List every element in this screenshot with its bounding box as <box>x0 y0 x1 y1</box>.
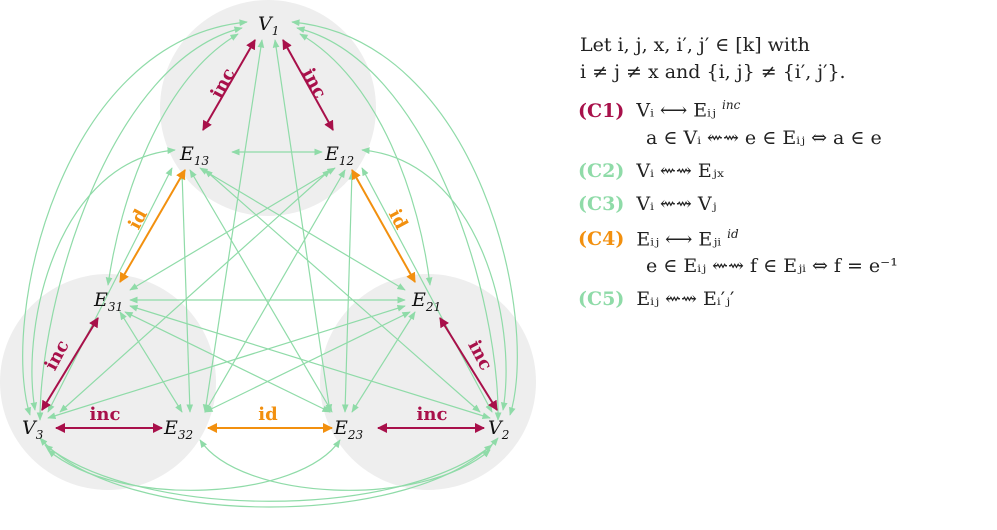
condition-c4-arrow-label: id <box>727 226 739 241</box>
node-v3: V3 <box>22 417 44 442</box>
edge-label-inc-v3-e32: inc <box>90 404 121 425</box>
edge-label-id-e12-e21: id <box>384 206 412 233</box>
condition-c3: (C3) Vᵢ ⇜⇝ Vⱼ <box>578 192 988 215</box>
legend-intro-line-1: Let i, j, x, i′, j′ ∈ [k] with <box>580 34 810 56</box>
condition-c3-main: Vᵢ ⇜⇝ Vⱼ <box>636 192 717 215</box>
condition-c4-main: Eᵢⱼ ⟷ Eⱼᵢ <box>636 227 722 250</box>
conditions-legend: Let i, j, x, i′, j′ ∈ [k] with i ≠ j ≠ x… <box>578 32 988 323</box>
node-e23: E23 <box>333 417 364 442</box>
graph-diagram: inc inc inc inc inc inc id id id V1 E13 … <box>0 0 536 508</box>
condition-c4-detail: e ∈ Eᵢⱼ ⇜⇝ f ∈ Eⱼᵢ ⇔ f = e⁻¹ <box>646 254 898 277</box>
id-edges <box>119 169 416 433</box>
edge-label-id-e32-e23: id <box>258 404 278 425</box>
condition-c5-main: Eᵢⱼ ⇜⇝ Eᵢ′ⱼ′ <box>636 287 735 310</box>
condition-c5: (C5) Eᵢⱼ ⇜⇝ Eᵢ′ⱼ′ <box>578 287 988 310</box>
edge-label-inc-e23-v2: inc <box>417 404 448 425</box>
condition-c1-detail: a ∈ Vᵢ ⇜⇝ e ∈ Eᵢⱼ ⇔ a ∈ e <box>646 126 882 149</box>
node-e13: E13 <box>179 143 210 168</box>
condition-c5-id: (C5) <box>578 287 625 310</box>
condition-c4-id: (C4) <box>578 227 625 250</box>
legend-intro-line-2: i ≠ j ≠ x and {i, j} ≠ {i′, j′}. <box>580 60 846 83</box>
condition-c2-main: Vᵢ ⇜⇝ Eⱼₓ <box>636 159 725 182</box>
condition-c2-id: (C2) <box>578 159 625 182</box>
condition-c1-id: (C1) <box>578 99 625 122</box>
inc-edges <box>41 39 498 433</box>
node-e12: E12 <box>324 143 354 168</box>
node-e31: E31 <box>93 289 123 314</box>
condition-c3-id: (C3) <box>578 192 625 215</box>
condition-c2: (C2) Vᵢ ⇜⇝ Eⱼₓ <box>578 159 988 182</box>
node-v1: V1 <box>258 13 279 38</box>
node-e21: E21 <box>411 289 441 314</box>
edge-label-id-e13-e31: id <box>124 206 152 233</box>
node-e32: E32 <box>163 417 193 442</box>
condition-c1-arrow-label: inc <box>722 98 741 113</box>
condition-c4: (C4) Eᵢⱼ ⟷ Eⱼᵢ id e ∈ Eᵢⱼ ⇜⇝ f ∈ Eⱼᵢ ⇔ f… <box>578 228 988 276</box>
condition-c1: (C1) Vᵢ ⟷ Eᵢⱼ inc a ∈ Vᵢ ⇜⇝ e ∈ Eᵢⱼ ⇔ a … <box>578 99 988 147</box>
legend-intro: Let i, j, x, i′, j′ ∈ [k] with i ≠ j ≠ x… <box>580 32 988 85</box>
node-v2: V2 <box>488 417 509 442</box>
condition-c1-main: Vᵢ ⟷ Eᵢⱼ <box>636 99 716 122</box>
svg-text:id: id <box>124 206 152 233</box>
svg-text:id: id <box>384 206 412 233</box>
